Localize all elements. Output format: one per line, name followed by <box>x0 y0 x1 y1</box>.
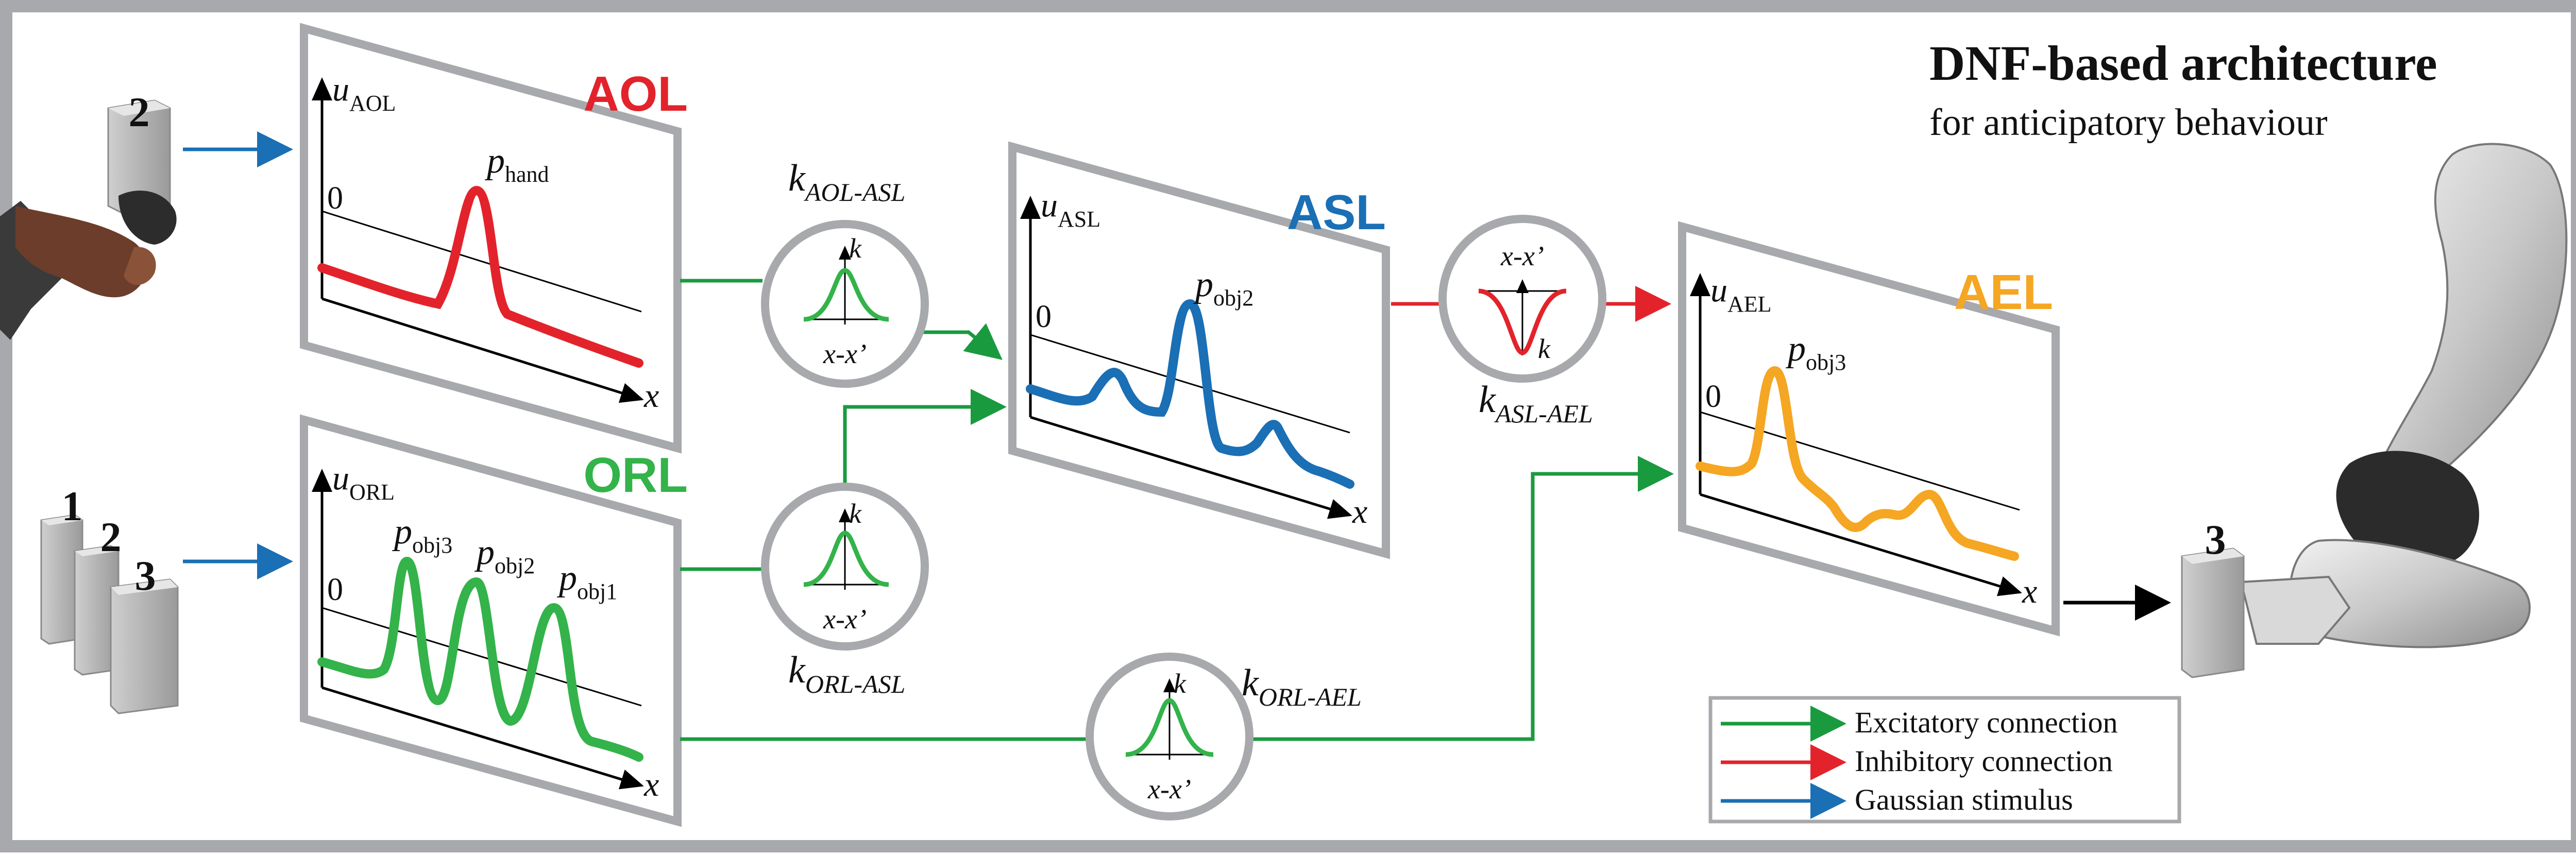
orl-peak-label-2: pobj2 <box>474 533 535 578</box>
kernel-asl-ael-k: k <box>1479 379 1496 421</box>
ael-field-name: AEL <box>1954 265 2053 320</box>
orl-x-label: x <box>643 766 659 803</box>
kernel-orl-ael-axis-x: x-x’ <box>1147 774 1191 805</box>
ael-zero-label: 0 <box>1705 379 1721 414</box>
orl-peak-2-p: p <box>474 533 495 572</box>
ael-peak-sub: obj3 <box>1806 350 1846 375</box>
field-ael <box>1678 221 2060 637</box>
conn-ael-kernel-to-ael <box>1249 456 1674 741</box>
robot-arm-illustration <box>2240 143 2568 648</box>
ael-u-subscript: AEL <box>1727 292 1772 317</box>
kernel-asl-ael-sub: ASL-AEL <box>1494 399 1593 428</box>
kernel-orl-asl-k: k <box>788 649 806 691</box>
kernel-aol-asl-axis-k: k <box>849 233 862 264</box>
asl-u-subscript: ASL <box>1058 207 1100 232</box>
ael-activation-curve <box>1696 366 2019 561</box>
block-number-1: 1 <box>62 483 83 529</box>
aol-activation-curve <box>317 185 643 368</box>
hand-stimulus-illustration <box>0 99 177 340</box>
kernel-aol-asl-sub: AOL-ASL <box>804 178 905 207</box>
kernel-orl-asl <box>761 483 929 651</box>
orl-peak-1-sub: obj3 <box>412 533 452 558</box>
kernel-aol-asl-k: k <box>788 157 806 199</box>
kernel-orl-ael <box>1086 653 1253 820</box>
diagram-title: DNF-based architecture <box>1929 36 2437 91</box>
aol-u-subscript: AOL <box>349 91 396 116</box>
hand-block-number: 2 <box>129 89 150 135</box>
kernel-orl-asl-label: kORL-ASL <box>788 649 905 698</box>
kernel-orl-ael-k: k <box>1242 662 1259 704</box>
orl-u-subscript: ORL <box>349 480 395 505</box>
kernel-orl-ael-sub: ORL-AEL <box>1259 682 1362 711</box>
aol-peak-sub: hand <box>505 162 549 187</box>
orl-u-letter: u <box>332 459 349 497</box>
aol-u-letter: u <box>332 71 349 108</box>
legend <box>1708 696 2181 824</box>
field-orl <box>300 414 682 827</box>
kernel-asl-ael <box>1438 215 1606 383</box>
aol-zero-label: 0 <box>327 181 343 216</box>
block-number-3: 3 <box>135 552 156 599</box>
object-blocks-illustration <box>40 514 179 714</box>
orl-u-label: uORL <box>332 459 395 505</box>
kernel-asl-ael-axis-x: x-x’ <box>1500 241 1544 271</box>
orl-peak-label-1: pobj3 <box>392 512 452 558</box>
orl-peak-2-sub: obj2 <box>495 553 535 578</box>
kernel-orl-asl-axis-x: x-x’ <box>823 604 867 635</box>
ael-u-label: uAEL <box>1710 271 1772 317</box>
asl-zero-label: 0 <box>1036 299 1052 334</box>
ael-x-label: x <box>2022 573 2037 610</box>
kernel-asl-ael-label: kASL-AEL <box>1479 379 1593 428</box>
aol-field-name: AOL <box>583 66 688 122</box>
block-number-2: 2 <box>100 514 122 560</box>
kernel-aol-asl <box>761 220 929 388</box>
asl-field-name: ASL <box>1287 185 1386 240</box>
asl-x-label: x <box>1352 493 1367 531</box>
legend-label-excitatory: Excitatory connection <box>1855 706 2118 739</box>
kernel-orl-asl-axis-k: k <box>849 498 862 529</box>
kernel-orl-ael-axis-k: k <box>1174 668 1187 699</box>
robot-block-number: 3 <box>2205 516 2226 563</box>
asl-peak-p: p <box>1193 265 1213 304</box>
conn-kernel-to-asl <box>922 323 1003 360</box>
aol-peak-label: phand <box>484 141 549 187</box>
asl-peak-sub: obj2 <box>1213 285 1253 311</box>
kernel-asl-ael-axis-k: k <box>1538 333 1551 364</box>
kernel-aol-asl-label: kAOL-ASL <box>788 157 905 207</box>
asl-u-label: uASL <box>1041 186 1100 232</box>
asl-u-letter: u <box>1041 186 1058 224</box>
conn-orl-kernel-to-asl <box>843 389 1007 487</box>
kernel-orl-asl-sub: ORL-ASL <box>805 670 905 698</box>
legend-label-inhibitory: Inhibitory connection <box>1855 744 2113 778</box>
kernel-aol-asl-axis-x: x-x’ <box>823 338 867 369</box>
legend-label-stimulus: Gaussian stimulus <box>1855 783 2073 816</box>
orl-peak-3-p: p <box>556 558 577 598</box>
aol-x-label: x <box>643 377 659 415</box>
orl-peak-1-p: p <box>392 512 412 552</box>
field-asl <box>1008 141 1390 559</box>
robot-block-illustration <box>2181 548 2245 678</box>
ael-u-letter: u <box>1710 271 1727 309</box>
aol-peak-p: p <box>484 141 505 181</box>
orl-activation-curve <box>317 556 643 762</box>
asl-activation-curve <box>1026 299 1354 489</box>
ael-peak-p: p <box>1785 329 1806 369</box>
kernel-orl-ael-label: kORL-AEL <box>1242 662 1362 711</box>
orl-zero-label: 0 <box>327 572 343 607</box>
asl-peak-label: pobj2 <box>1193 265 1253 311</box>
aol-u-label: uAOL <box>332 71 396 116</box>
field-aol <box>300 23 682 454</box>
ael-peak-label: pobj3 <box>1785 329 1846 375</box>
orl-peak-label-3: pobj1 <box>556 558 617 604</box>
orl-field-name: ORL <box>583 448 688 503</box>
diagram-subtitle: for anticipatory behaviour <box>1929 101 2328 144</box>
orl-peak-3-sub: obj1 <box>577 579 617 604</box>
